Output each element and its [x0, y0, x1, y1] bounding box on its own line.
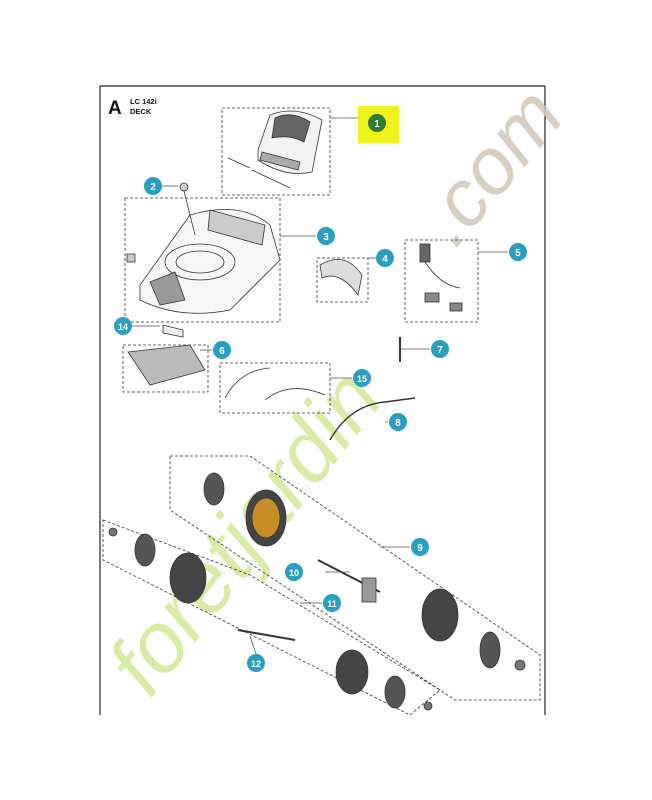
watermark: foretjardin .com: [89, 71, 579, 712]
callout-3-badge: [317, 227, 335, 245]
callout-8-badge: [389, 413, 407, 431]
callout-11-number: 11: [327, 599, 337, 609]
callout-11-badge: [323, 594, 341, 612]
callout-10-badge: [285, 563, 303, 581]
callout-4-number: 4: [382, 254, 388, 265]
callout-5-number: 5: [515, 248, 521, 259]
callout-2[interactable]: 2: [144, 177, 162, 195]
callout-12[interactable]: 12: [247, 654, 265, 672]
callout-9[interactable]: 9: [411, 538, 429, 556]
callout-6-badge: [213, 341, 231, 359]
part-6-illustration: [122, 324, 401, 393]
leader-lines: [132, 117, 508, 655]
callout-2-number: 2: [150, 182, 156, 193]
callout-5[interactable]: 5: [509, 243, 527, 261]
part-9-illustration: [169, 455, 541, 701]
callout-8-number: 8: [395, 418, 401, 429]
callout-14-badge: [114, 317, 132, 335]
callout-5-badge: [509, 243, 527, 261]
callout-15-badge: [353, 369, 371, 387]
callout-1[interactable]: 1: [368, 114, 386, 132]
callout-1-badge: [368, 114, 386, 132]
callout-15-number: 15: [357, 374, 367, 384]
watermark-text-2: .com: [400, 71, 580, 261]
part-3-deck-illustration: [124, 182, 281, 323]
callout-10-number: 10: [289, 568, 299, 578]
part-15-illustration: [219, 362, 416, 441]
callout-14[interactable]: 14: [114, 317, 132, 335]
section-letter: A: [108, 98, 122, 119]
part-1-cover-illustration: [221, 107, 331, 196]
callout-15[interactable]: 15: [353, 369, 371, 387]
callout-14-number: 14: [118, 322, 128, 332]
callout-11[interactable]: 11: [323, 594, 341, 612]
callout-10[interactable]: 10: [285, 563, 303, 581]
callout-6[interactable]: 6: [213, 341, 231, 359]
part-4-illustration: [316, 257, 369, 303]
callout-7[interactable]: 7: [431, 340, 449, 358]
callout-3-number: 3: [323, 232, 329, 243]
deck-label: DECK: [130, 107, 152, 116]
callout-1-number: 1: [374, 119, 380, 130]
part-5-illustration: [404, 239, 479, 323]
callout-2-badge: [144, 177, 162, 195]
callout-8[interactable]: 8: [389, 413, 407, 431]
callout-6-number: 6: [219, 346, 225, 357]
model-label: LC 142i: [130, 97, 157, 106]
callout-4[interactable]: 4: [376, 249, 394, 267]
callout-3[interactable]: 3: [317, 227, 335, 245]
part-11-illustration: [102, 519, 441, 716]
callout-12-badge: [247, 654, 265, 672]
callout-4-badge: [376, 249, 394, 267]
callout-9-badge: [411, 538, 429, 556]
callout-9-number: 9: [417, 543, 423, 554]
callout-12-number: 12: [251, 659, 261, 669]
callout-7-number: 7: [437, 345, 443, 356]
callout-7-badge: [431, 340, 449, 358]
